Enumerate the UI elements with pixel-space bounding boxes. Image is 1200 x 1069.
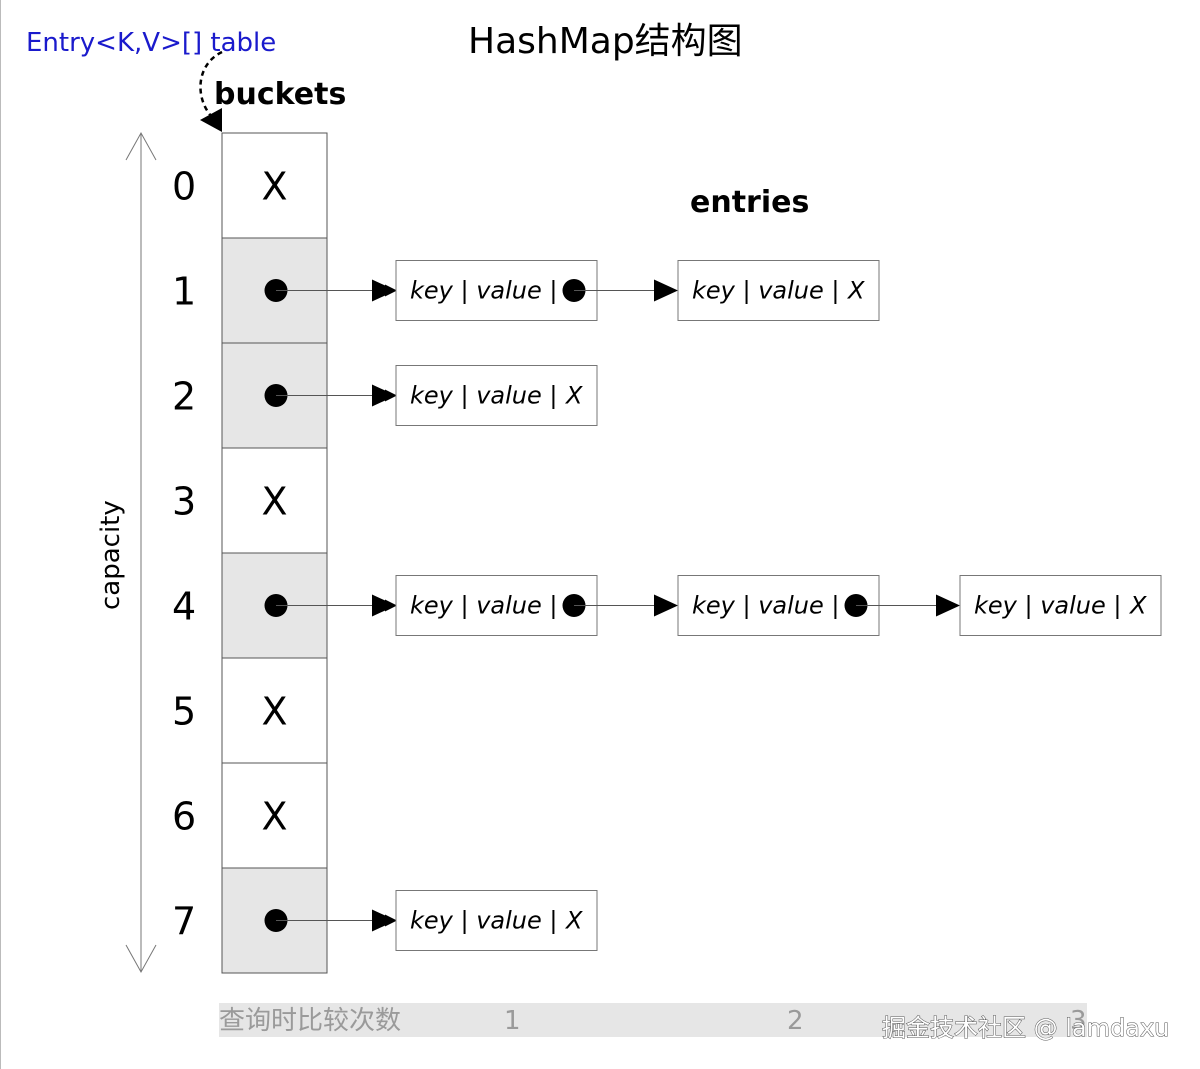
entry-box-4-2 — [959, 575, 1162, 636]
bucket-null-6: X — [261, 795, 287, 839]
bucket-index-1: 1 — [172, 270, 196, 314]
bucket-null-5: X — [261, 690, 287, 734]
bucket-index-6: 6 — [172, 795, 196, 839]
entry-text-1-1: key | value | — [692, 277, 839, 305]
diagram-title: HashMap结构图 — [468, 21, 743, 62]
bucket-index-0: 0 — [172, 165, 196, 209]
entries-label: entries — [690, 185, 809, 220]
bucket-link-head-7 — [372, 909, 396, 932]
entry-link-head-4-0 — [654, 594, 678, 617]
footer-band — [219, 1003, 1087, 1037]
footer-count-3: 3 — [1070, 1006, 1087, 1036]
entry-box-2-0 — [395, 365, 598, 426]
entry-link-head-4-1 — [936, 594, 960, 617]
caption-pointer-arrow — [199, 50, 223, 119]
entry-text-7-0: key | value | — [410, 907, 557, 935]
bucket-link-head-2 — [372, 384, 396, 407]
entry-text-1-0: key | value | — [410, 277, 557, 305]
bucket-link-head-1 — [372, 279, 396, 302]
footer-count-2: 2 — [787, 1006, 804, 1036]
table-caption: Entry<K,V>[] table — [26, 28, 276, 58]
entry-link-head-1-0 — [654, 279, 678, 302]
footer-count-1: 1 — [504, 1006, 521, 1036]
entry-text-4-1: key | value | — [692, 592, 839, 620]
caption-pointer-arrowhead — [200, 108, 222, 132]
bucket-link-head-4 — [372, 594, 396, 617]
footer-label: 查询时比较次数 — [219, 1006, 401, 1036]
bucket-cell-0 — [221, 132, 328, 239]
watermark: 掘金技术社区 @ lamdaxu — [882, 1014, 1169, 1042]
bucket-index-5: 5 — [172, 690, 196, 734]
bucket-index-4: 4 — [172, 585, 196, 629]
entry-box-7-0 — [395, 890, 598, 951]
bucket-null-0: X — [261, 165, 287, 209]
entry-null-4-2: X — [1128, 592, 1147, 620]
entry-null-7-0: X — [564, 907, 583, 935]
bucket-cell-5 — [221, 657, 328, 764]
entry-text-4-0: key | value | — [410, 592, 557, 620]
entry-text-2-0: key | value | — [410, 382, 557, 410]
bucket-index-7: 7 — [172, 900, 196, 944]
bucket-index-2: 2 — [172, 375, 196, 419]
bucket-null-3: X — [261, 480, 287, 524]
entry-text-4-2: key | value | — [974, 592, 1121, 620]
entry-box-1-1 — [677, 260, 880, 321]
capacity-arrow — [125, 131, 157, 974]
entry-null-1-1: X — [846, 277, 865, 305]
capacity-label: capacity — [96, 500, 126, 610]
bucket-cell-6 — [221, 762, 328, 869]
entry-null-2-0: X — [564, 382, 583, 410]
bucket-cell-3 — [221, 447, 328, 554]
bucket-index-3: 3 — [172, 480, 196, 524]
buckets-label: buckets — [214, 77, 346, 112]
